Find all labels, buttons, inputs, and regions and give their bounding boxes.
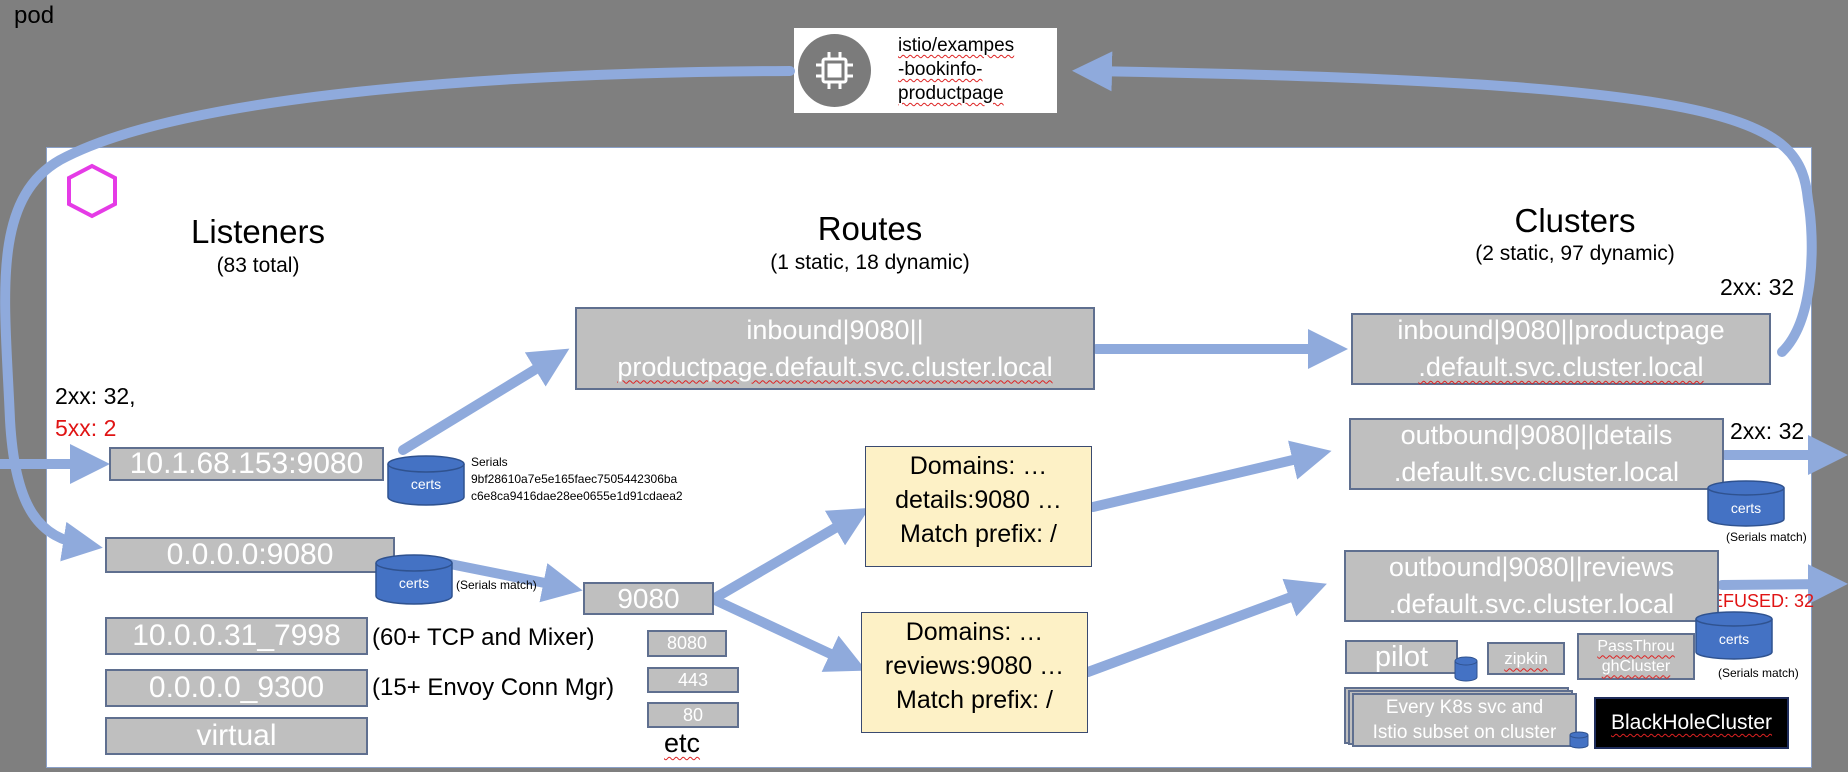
cluster-line: .default.svc.cluster.local xyxy=(1388,589,1675,619)
listeners-heading: Listeners xyxy=(191,213,325,250)
serials-match-note: (Serials match) xyxy=(1726,530,1807,544)
cluster-k8s-services: Every K8s svc and Istio subset on cluste… xyxy=(1352,693,1577,747)
route-port: 8080 xyxy=(647,630,727,657)
cluster-line: outbound|9080||details xyxy=(1400,420,1673,450)
cylinder-icon xyxy=(1695,611,1773,660)
serials-match-note: (Serials match) xyxy=(456,578,537,592)
cluster-line: PassThrou xyxy=(1597,637,1675,655)
reviews-egress-arrow xyxy=(1717,564,1848,605)
image-line: productpage xyxy=(898,83,1004,104)
listener-main: 10.1.68.153:9080 xyxy=(109,447,384,481)
details-route-to-cluster-arrow xyxy=(1088,440,1332,512)
note-line: details:9080 … xyxy=(895,486,1062,514)
cluster-line: BlackHoleCluster xyxy=(1610,711,1773,734)
certs-label: certs xyxy=(410,476,442,492)
cluster-line: outbound|9080||reviews xyxy=(1388,552,1675,582)
route-line: productpage.default.svc.cluster.local xyxy=(617,351,1053,382)
certs-label: certs xyxy=(398,575,430,591)
note-line: Match prefix: / xyxy=(900,520,1057,548)
inbound-5xx-stat: 5xx: 2 xyxy=(55,415,117,441)
cluster-zipkin: zipkin xyxy=(1487,642,1565,675)
outbound-traffic-arrow xyxy=(0,66,795,562)
cylinder-icon xyxy=(1569,731,1589,749)
cluster-line: ghCluster xyxy=(1601,657,1671,675)
listener-to-inbound-route-arrow xyxy=(398,348,570,455)
cluster-pilot: pilot xyxy=(1345,640,1458,674)
serial-value: c6e8ca9416dae28ee0655e1d91cdaea2 xyxy=(471,489,683,503)
details-2xx-stat: 2xx: 32 xyxy=(1730,418,1805,444)
certs-label: certs xyxy=(1718,631,1750,647)
serial-value: 9bf28610a7e5e165faec7505442306ba xyxy=(471,472,678,486)
cluster-blackhole: BlackHoleCluster xyxy=(1594,697,1789,749)
routes-subheading: (1 static, 18 dynamic) xyxy=(770,251,970,274)
productpage-2xx-stat: 2xx: 32 xyxy=(1720,274,1795,300)
cluster-line: Every K8s svc and xyxy=(1385,697,1544,718)
listener-tcp-mixer: 10.0.0.31_7998 xyxy=(105,617,368,655)
image-line: -bookinfo- xyxy=(898,59,983,80)
clusters-subheading: (2 static, 97 dynamic) xyxy=(1475,242,1675,265)
route-port: 80 xyxy=(647,702,739,728)
hexagon-icon xyxy=(67,163,117,219)
serials-match-note: (Serials match) xyxy=(1718,666,1799,680)
cylinder-icon xyxy=(387,455,465,506)
cylinder-icon xyxy=(1454,656,1478,682)
to-application-arrow xyxy=(1072,51,1817,357)
cluster-outbound-reviews: outbound|9080||reviews .default.svc.clus… xyxy=(1344,550,1719,622)
route-note-details: Domains: … details:9080 … Match prefix: … xyxy=(865,446,1092,567)
route-port: 443 xyxy=(647,667,739,693)
virtual-listener-to-port-arrow xyxy=(435,557,583,603)
pod-label: pod xyxy=(14,2,55,29)
certs-label: certs xyxy=(1730,500,1762,516)
conn-mgr-note: (15+ Envoy Conn Mgr) xyxy=(372,674,615,701)
route-line: inbound|9080|| xyxy=(746,314,924,345)
chip-icon xyxy=(816,52,853,89)
container-image-name: istio/exampes -bookinfo- productpage xyxy=(898,34,1048,106)
serials-title: Serials xyxy=(471,455,508,469)
note-line: Domains: … xyxy=(909,452,1048,480)
cluster-outbound-details: outbound|9080||details .default.svc.clus… xyxy=(1349,418,1724,490)
clusters-heading: Clusters xyxy=(1514,202,1636,239)
note-line: Match prefix: / xyxy=(896,686,1053,714)
cluster-passthrough: PassThrou ghCluster xyxy=(1577,633,1695,680)
port-to-reviews-route-arrow xyxy=(710,595,867,672)
cluster-line: Istio subset on cluster xyxy=(1372,722,1557,743)
listener-virtual: virtual xyxy=(105,717,368,755)
cylinder-icon xyxy=(375,554,453,605)
note-line: reviews:9080 … xyxy=(884,652,1065,680)
listener-virtual-inbound: 0.0.0.0:9080 xyxy=(105,537,395,573)
listeners-subheading: (83 total) xyxy=(216,254,300,277)
port-to-details-route-arrow xyxy=(710,507,870,603)
note-line: Domains: … xyxy=(905,618,1044,646)
cylinder-icon xyxy=(1707,480,1785,527)
reviews-refused-stat: REFUSED: 32 xyxy=(1698,591,1815,611)
cluster-inbound-productpage: inbound|9080||productpage .default.svc.c… xyxy=(1351,313,1771,385)
routes-heading: Routes xyxy=(817,210,923,247)
listener-conn-mgr: 0.0.0.0_9300 xyxy=(105,669,368,707)
inbound-2xx-stat: 2xx: 32, xyxy=(55,383,136,409)
route-note-reviews: Domains: … reviews:9080 … Match prefix: … xyxy=(861,612,1088,733)
cluster-line: .default.svc.cluster.local xyxy=(1418,352,1704,382)
route-port-9080: 9080 xyxy=(583,582,714,615)
tcp-mixer-note: (60+ TCP and Mixer) xyxy=(372,624,595,651)
route-inbound-productpage: inbound|9080|| productpage.default.svc.c… xyxy=(575,307,1095,390)
reviews-route-to-cluster-arrow xyxy=(1083,578,1327,677)
image-line: istio/exampes xyxy=(898,35,1015,56)
cluster-line: inbound|9080||productpage xyxy=(1397,315,1725,345)
route-etc: etc xyxy=(664,728,701,758)
cluster-line: .default.svc.cluster.local xyxy=(1393,457,1680,487)
